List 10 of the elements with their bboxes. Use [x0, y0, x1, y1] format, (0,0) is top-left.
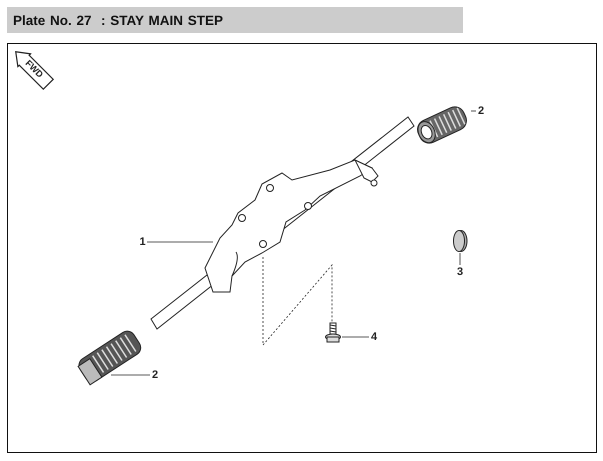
leader-line: [342, 336, 370, 338]
callout-number: 2: [152, 370, 158, 380]
dotted-guide-line: [262, 256, 332, 346]
callout-number: 3: [456, 266, 464, 278]
callout-number: 2: [478, 106, 484, 116]
leader-line: [110, 374, 150, 376]
plate-title: Plate No. 27 : STAY MAIN STEP: [13, 12, 224, 28]
leader-line: [470, 110, 476, 112]
callout-number: 1: [139, 236, 146, 248]
callout-number: 4: [370, 332, 378, 342]
